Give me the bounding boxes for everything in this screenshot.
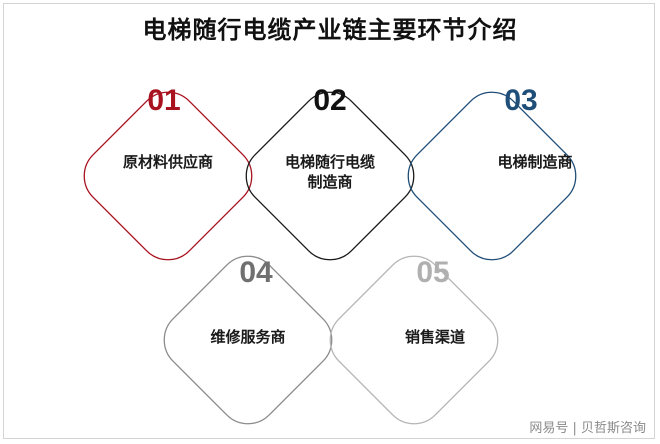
- shape-05: [329, 255, 499, 425]
- item-number-04: 04: [239, 256, 273, 289]
- item-label-02-line2: 制造商: [307, 173, 353, 191]
- diagram-title: 电梯随行电缆产业链主要环节介绍: [142, 15, 518, 44]
- shape-04: [163, 255, 333, 425]
- item-number-03: 03: [504, 84, 538, 117]
- shape-01: [83, 91, 253, 261]
- shape-03: [407, 91, 577, 261]
- source-watermark: 网易号 | 贝哲斯咨询: [529, 421, 646, 436]
- item-label-04: 维修服务商: [210, 328, 286, 346]
- item-label-05: 销售渠道: [404, 328, 465, 346]
- item-number-01: 01: [147, 84, 181, 117]
- item-label-02: 电梯随行电缆 制造商: [270, 152, 390, 192]
- item-label-01: 原材料供应商: [122, 153, 213, 171]
- item-label-03: 电梯制造商: [497, 153, 573, 171]
- item-number-05: 05: [416, 256, 450, 289]
- image-frame: [3, 3, 655, 439]
- item-number-02: 02: [313, 84, 347, 117]
- item-label-02-line1: 电梯随行电缆: [284, 153, 375, 171]
- shape-02: [245, 91, 415, 261]
